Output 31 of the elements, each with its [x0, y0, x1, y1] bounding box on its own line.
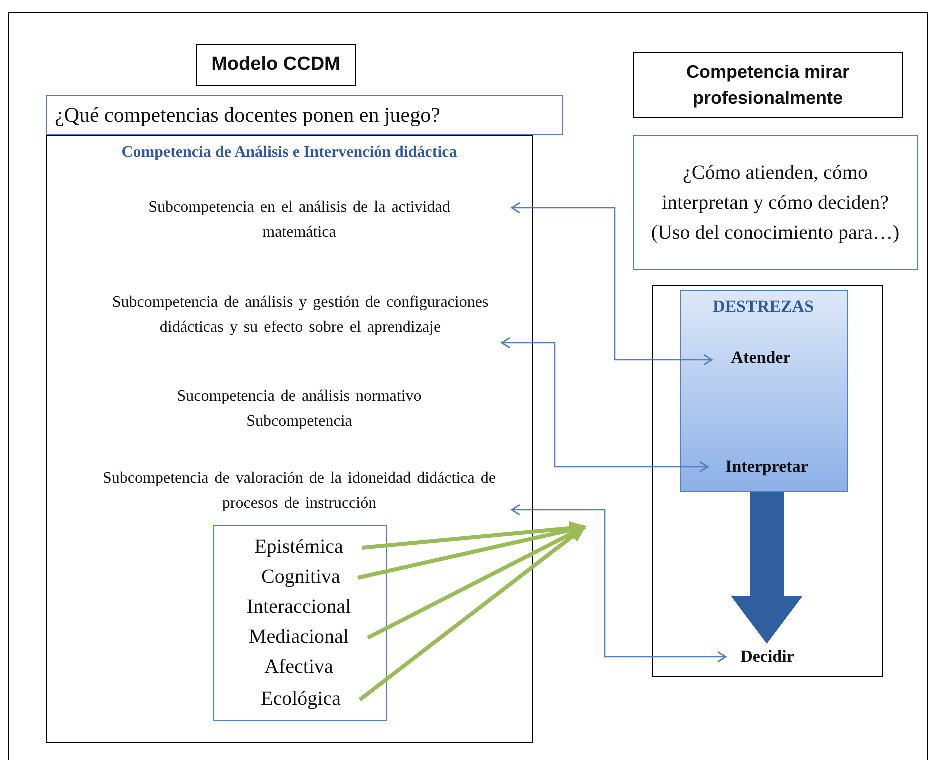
skill-text: Decidir [726, 644, 810, 670]
arrow [358, 523, 587, 580]
subcompetence-text: Subcompetencia en el análisis de la actividad matemática [88, 190, 512, 252]
criterion-text: Afectiva [251, 654, 347, 680]
criterion-text: Ecológica [243, 686, 359, 712]
double-arrow [511, 504, 727, 663]
question-box: ¿Qué competencias docentes ponen en juego? [46, 95, 563, 135]
skills-frame [652, 285, 883, 677]
title-box: Modelo CCDM [196, 44, 356, 86]
panel-title: DESTREZAS [712, 296, 816, 316]
skill-text: Interpretar [707, 454, 827, 480]
criterion-text: Cognitiva [245, 564, 357, 590]
subcompetence-text: Sucompetencia de análisis normativo Subcompetencia [118, 380, 482, 438]
title-box: Competencia mirar profesionalmente [633, 52, 903, 118]
criterion-text: Interaccional [225, 594, 373, 620]
competence-panel [46, 135, 533, 743]
subcompetence-text: Subcompetencia de análisis y gestión de configuraciones didácticas y su efecto sobre el aprendizaje [100, 276, 502, 356]
criterion-text: Mediacional [231, 624, 367, 650]
double-arrow [501, 337, 709, 473]
double-arrow [511, 202, 713, 366]
arrow [362, 521, 587, 550]
subcompetence-text: Subcompetencia de valoración de la idoneidad didáctica de procesos de instrucción [88, 462, 512, 522]
question-box: ¿Cómo atienden, cómo interpretan y cómo deciden? (Uso del conocimiento para…) [633, 135, 918, 270]
criteria-box [212, 524, 386, 720]
skills-panel [680, 290, 848, 492]
arrow [367, 525, 587, 640]
panel-title: Competencia de Análisis e Intervención didáctica [120, 144, 458, 162]
skill-text: Atender [711, 345, 811, 371]
arrow [358, 525, 587, 702]
criterion-text: Epistémica [237, 534, 361, 560]
block-arrow [731, 492, 803, 644]
